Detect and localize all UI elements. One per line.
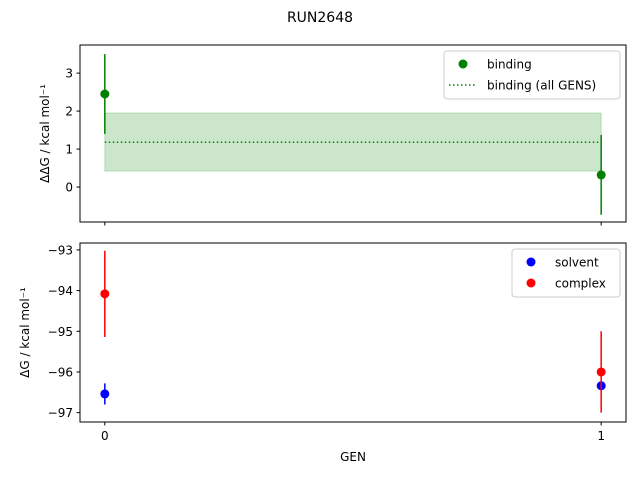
x-axis-label: GEN (340, 450, 366, 464)
axes-1: −97 −96 −95 −94 −93 0 1 ΔG / kcal mol⁻¹ GEN solve… (18, 242, 627, 464)
legend-label: solvent (555, 256, 599, 270)
y-tick-label: 0 (65, 181, 73, 195)
legend-marker (458, 59, 468, 69)
y-tick-label: 3 (65, 67, 73, 81)
legend: solvent complex (511, 248, 621, 298)
x-tick-label: 1 (597, 429, 605, 443)
legend-label: binding (all GENS) (487, 79, 596, 93)
legend-label: binding (487, 58, 532, 72)
x-tick-label: 0 (101, 429, 109, 443)
y-tick-label: −95 (48, 325, 73, 339)
y-tick-label: −97 (48, 406, 73, 420)
legend-box (511, 248, 621, 298)
y-tick-label: 2 (65, 105, 73, 119)
binding-point (100, 89, 110, 99)
binding-point (596, 170, 606, 180)
y-tick-label: 1 (65, 143, 73, 157)
legend-marker (526, 257, 536, 267)
legend-label: complex (555, 277, 606, 291)
legend: binding binding (all GENS) (443, 50, 621, 100)
legend-marker (526, 278, 536, 288)
axes-frame (79, 242, 627, 423)
legend-box (443, 50, 621, 100)
complex-point (596, 367, 606, 377)
y-axis-label: ΔG / kcal mol⁻¹ (18, 287, 32, 378)
y-tick-label: −93 (48, 243, 73, 257)
y-tick-label: −96 (48, 365, 73, 379)
complex-point (100, 289, 110, 299)
y-axis-label: ΔΔG / kcal mol⁻¹ (38, 84, 52, 183)
solvent-point (100, 389, 110, 399)
figure-title: RUN2648 (287, 10, 353, 26)
y-tick-label: −94 (48, 284, 73, 298)
axes-frame (79, 44, 627, 223)
